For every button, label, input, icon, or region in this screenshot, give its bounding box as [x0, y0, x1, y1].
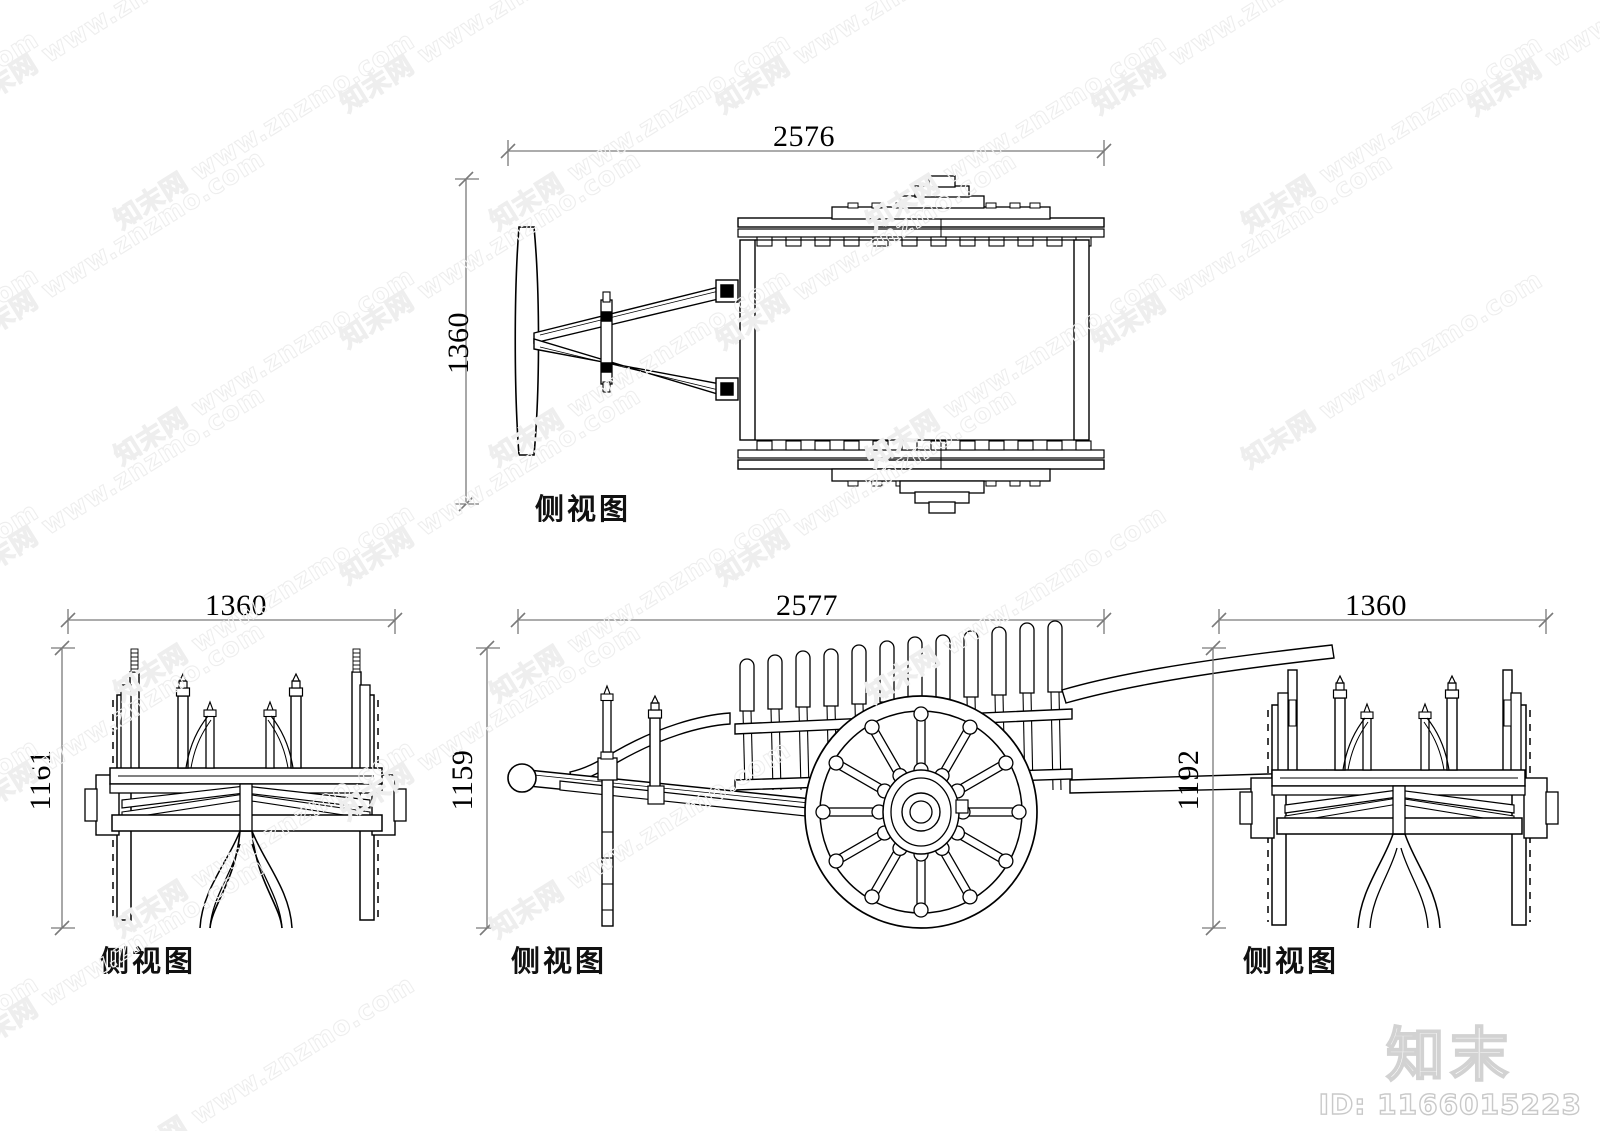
side-view-geometry [476, 609, 1336, 936]
dimension-front-view-width: 1360 [205, 589, 267, 622]
rear-view-geometry [1202, 609, 1559, 936]
dimension-top-view-height: 1360 [442, 312, 475, 374]
dimension-side-view-height: 1159 [446, 749, 479, 811]
dimension-top-view-width: 2576 [773, 120, 835, 153]
dimension-rear-view-width: 1360 [1345, 589, 1407, 622]
top-view-geometry [455, 140, 1112, 514]
dimension-rear-view-height: 1192 [1172, 749, 1205, 811]
front-view-geometry [51, 609, 407, 936]
dimension-front-view-height: 1161 [24, 749, 57, 811]
view-label-side: 侧视图 [511, 944, 608, 978]
dimension-side-view-width: 2577 [776, 589, 838, 622]
spoked-wheel [804, 695, 1038, 929]
view-label-rear: 侧视图 [1243, 944, 1340, 978]
view-label-top: 侧视图 [535, 492, 632, 526]
view-label-front: 侧视图 [100, 944, 197, 978]
